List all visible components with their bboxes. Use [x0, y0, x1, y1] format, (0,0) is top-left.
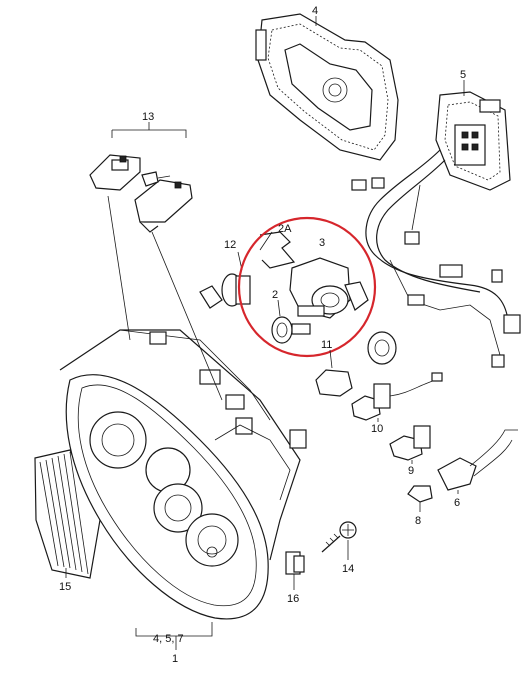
bulb-12	[199, 251, 251, 309]
label-part-2a: 2A	[278, 223, 292, 235]
headlight-housing	[59, 329, 307, 620]
label-part-9: 9	[408, 465, 414, 477]
rear-cover-gasket	[255, 13, 399, 161]
bulb-holder	[289, 257, 369, 319]
label-part-8: 8	[415, 515, 421, 527]
spring-clip	[259, 231, 296, 269]
bulb-10	[351, 372, 443, 422]
bulb-11	[315, 331, 397, 397]
label-part-14: 14	[342, 563, 354, 575]
label-part-3: 3	[319, 237, 325, 249]
label-parts-4-5-7: 4, 5, 7	[153, 633, 184, 645]
bottom-bracket	[135, 628, 213, 637]
label-part-6: 6	[454, 497, 460, 509]
label-part-5: 5	[460, 69, 466, 81]
socket-6	[437, 429, 518, 494]
seal-ring	[271, 299, 311, 344]
bulb-9	[389, 425, 431, 464]
clip-16	[285, 551, 305, 590]
label-part-4: 4	[312, 5, 318, 17]
connector-housing	[435, 91, 511, 191]
bracket-assembly	[89, 122, 193, 233]
screw-14	[321, 521, 357, 560]
label-part-15: 15	[59, 581, 71, 593]
highlight-circle	[237, 216, 377, 358]
label-part-12: 12	[224, 239, 236, 251]
label-part-13: 13	[142, 111, 154, 123]
label-part-11: 11	[321, 339, 332, 351]
label-part-16: 16	[287, 593, 299, 605]
label-part-2: 2	[272, 289, 278, 301]
bulb-8	[407, 485, 433, 512]
label-part-10: 10	[371, 423, 383, 435]
wiring-harness	[351, 149, 521, 368]
headlight-lens	[34, 449, 101, 579]
label-part-1: 1	[172, 653, 178, 665]
